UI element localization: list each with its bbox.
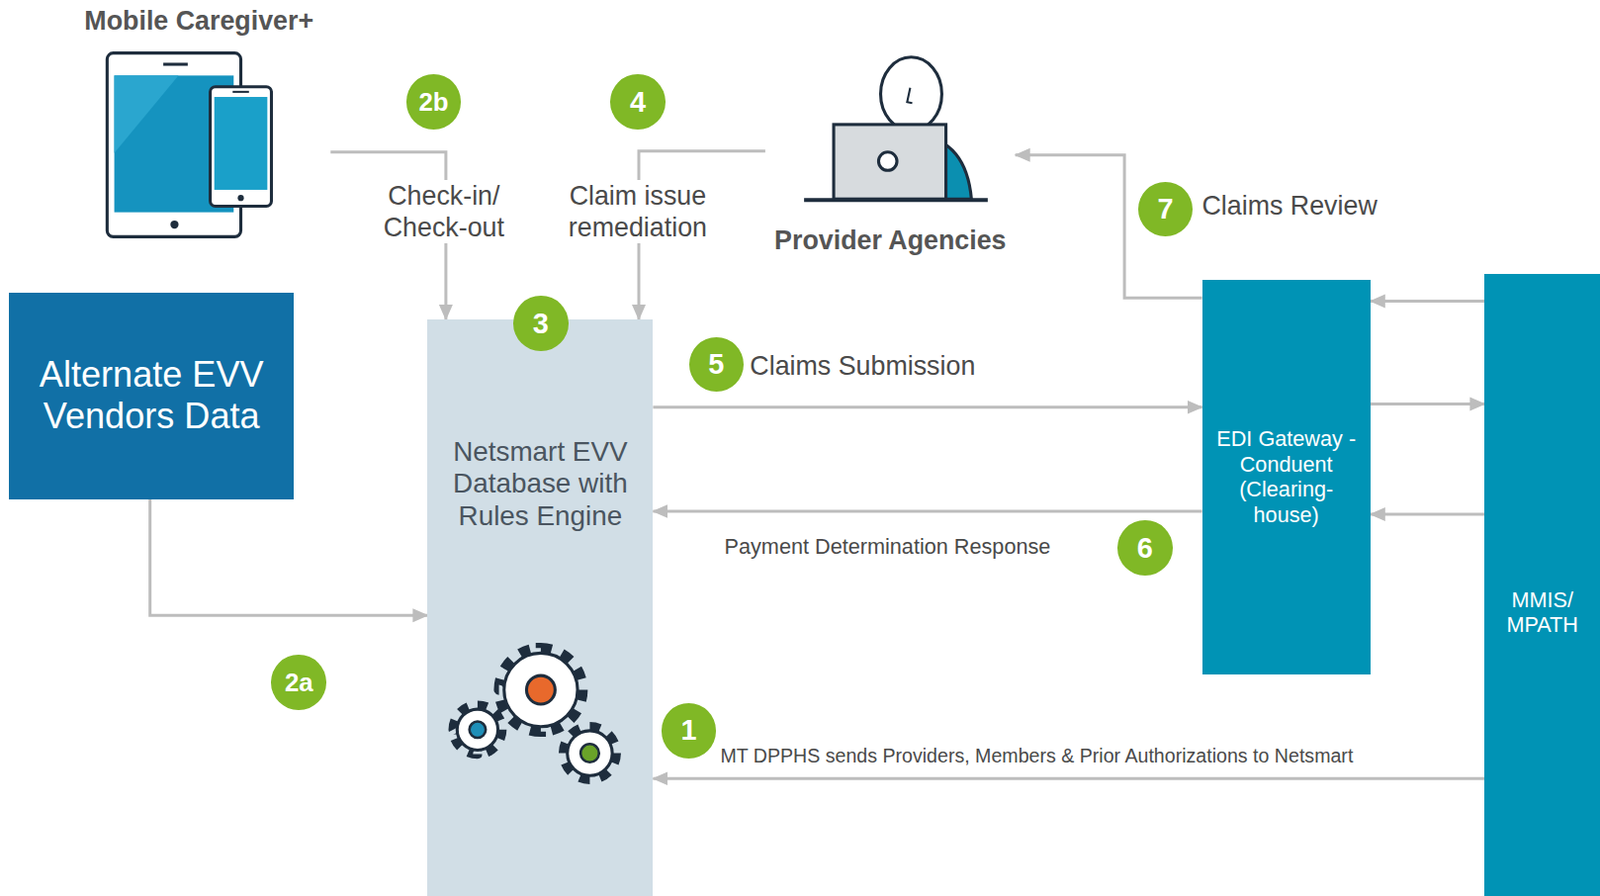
flow-arrow <box>150 499 429 617</box>
flow-arrow <box>1370 513 1486 517</box>
callout-number: 5 <box>689 337 745 393</box>
node-label: Mobile Caregiver+ <box>84 5 314 38</box>
gateway-box: EDI Gateway - Conduent (Clearing-house) <box>1202 279 1371 675</box>
tablet-body <box>106 53 241 238</box>
person-body <box>867 134 972 199</box>
edge-label: Payment Determination Response <box>721 533 1055 560</box>
gear-teeth <box>563 726 618 781</box>
phone-screen <box>214 96 268 190</box>
node-label: MMIS/ MPATH <box>1489 587 1597 638</box>
node-label: Netsmart EVV Database with Rules Engine <box>436 436 646 534</box>
edge-label: MT DPPHS sends Providers, Members & Prio… <box>716 744 1356 769</box>
callout-number: 7 <box>1138 181 1194 238</box>
edge-label: Check-in/ Check-out <box>366 179 521 244</box>
node-label: Alternate EVV Vendors Data <box>21 354 282 439</box>
flow-arrow <box>1015 155 1203 298</box>
gear-body <box>504 652 578 726</box>
callout-number: 2a <box>270 654 327 711</box>
gears-icon <box>452 647 617 780</box>
gear-body <box>567 730 613 776</box>
callout-number: 6 <box>1117 520 1173 576</box>
phone-icon <box>210 87 272 207</box>
phone-body <box>210 87 272 207</box>
flow-arrow <box>652 405 1202 409</box>
phone-button <box>237 194 244 201</box>
callout-number: 4 <box>610 74 666 130</box>
node-label: EDI Gateway - Conduent (Clearing-house) <box>1210 426 1363 528</box>
callout-number: 3 <box>513 295 569 352</box>
laptop-screen <box>833 124 947 199</box>
callout-number: 1 <box>661 703 717 759</box>
edge-label: Claims Submission <box>746 350 978 382</box>
tablet-speaker <box>163 62 188 66</box>
gear-hub <box>526 675 555 705</box>
gear-teeth <box>499 647 584 732</box>
database-box: Netsmart EVV Database with Rules Engine <box>427 319 653 896</box>
laptop-base <box>803 197 988 202</box>
gear-hub <box>580 743 600 763</box>
person-icon <box>803 57 988 200</box>
laptop-logo <box>878 152 897 172</box>
data-source-box: Alternate EVV Vendors Data <box>8 292 294 499</box>
device-node: Mobile Caregiver+ <box>67 5 331 239</box>
phone-speaker <box>232 90 250 93</box>
edge-label: Claims Review <box>1198 189 1380 222</box>
flow-arrow <box>1370 402 1486 406</box>
tablet-icon <box>106 53 241 238</box>
flow-arrow <box>652 510 1202 514</box>
tablet-screen <box>114 75 235 212</box>
gear-hub <box>469 721 487 739</box>
gear-body <box>456 709 498 750</box>
gear-teeth <box>452 705 503 755</box>
actor-node: Provider Agencies <box>765 53 1016 258</box>
edge-label: Claim issue remediation <box>553 179 722 244</box>
person-nose <box>906 88 912 103</box>
person-head <box>881 57 943 131</box>
system-box: MMIS/ MPATH <box>1484 273 1600 896</box>
callout-number: 2b <box>406 74 462 130</box>
screen-glare <box>114 75 179 153</box>
flow-arrow <box>1370 299 1486 303</box>
flow-arrow <box>652 777 1485 781</box>
tablet-button <box>170 220 178 229</box>
node-label: Provider Agencies <box>774 225 1006 258</box>
